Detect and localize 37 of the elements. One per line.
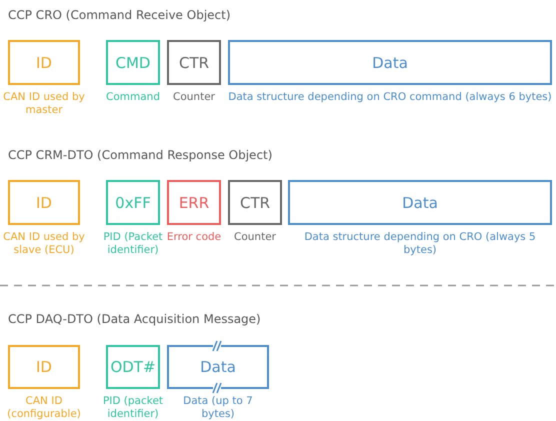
field-name: ID — [35, 358, 53, 376]
field-name: ODT# — [109, 358, 157, 376]
field-caption: Data structure depending on CRO (always 5 bytes) — [303, 231, 537, 257]
field-caption: PID (packet identifier) — [102, 395, 164, 421]
field-name: Data — [199, 358, 237, 376]
field-box — [8, 40, 80, 85]
section-heading: CCP CRO (Command Receive Object) — [8, 8, 231, 22]
field-name: CTR — [178, 54, 210, 72]
field-box — [106, 345, 160, 389]
field-caption: CAN ID used by master — [2, 91, 86, 117]
field-name: ERR — [178, 194, 210, 212]
field-caption: Data (up to 7 bytes) — [182, 395, 254, 421]
section-heading: CCP DAQ-DTO (Data Acquisition Message) — [8, 312, 261, 326]
field-box — [167, 40, 221, 85]
section-heading: CCP CRM-DTO (Command Response Object) — [8, 148, 272, 162]
field-caption: Counter — [233, 231, 277, 244]
field-box — [8, 180, 80, 225]
field-box — [106, 40, 160, 85]
field-caption: Counter — [172, 91, 216, 104]
field-box — [106, 180, 160, 225]
field-box — [228, 40, 552, 85]
field-box — [288, 180, 552, 225]
field-name: 0xFF — [114, 194, 152, 212]
field-name: CMD — [114, 54, 152, 72]
field-caption: Data structure depending on CRO command (always 6 bytes) — [228, 91, 552, 104]
field-name: Data — [401, 194, 439, 212]
field-caption: Command — [105, 91, 161, 104]
field-caption: Error code — [166, 231, 222, 244]
field-caption: CAN ID used by slave (ECU) — [2, 231, 86, 257]
field-box — [8, 345, 80, 389]
field-caption: CAN ID (configurable) — [6, 395, 82, 421]
field-name: Data — [371, 54, 409, 72]
field-box — [167, 180, 221, 225]
field-name: ID — [35, 54, 53, 72]
field-name: ID — [35, 194, 53, 212]
field-name: CTR — [238, 194, 272, 212]
field-box — [228, 180, 282, 225]
